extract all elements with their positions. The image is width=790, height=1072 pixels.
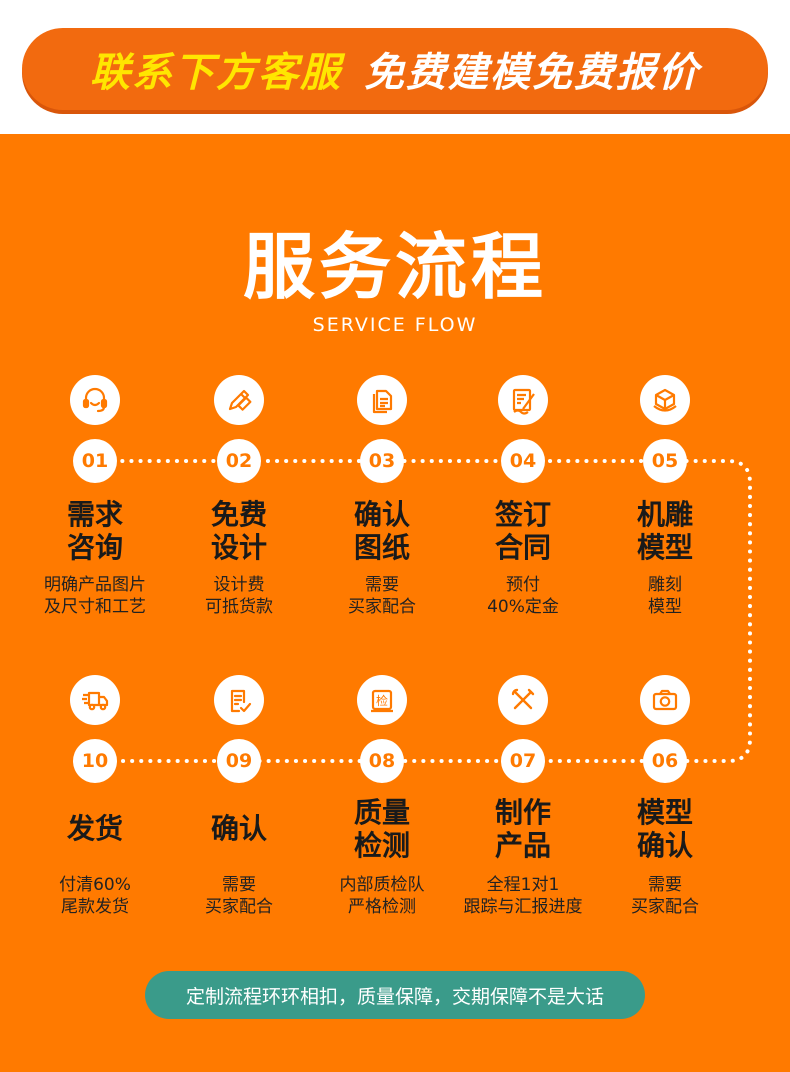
- step-title-09: 确认: [210, 812, 267, 845]
- step-desc-05: 雕刻模型: [648, 575, 682, 617]
- step-desc-08: 内部质检队严格检测: [339, 875, 425, 917]
- step-desc-02: 设计费可抵货款: [205, 575, 273, 617]
- step-title-10: 发货: [66, 812, 123, 845]
- step-title-07: 制作产品: [494, 796, 551, 862]
- step-title-06: 模型确认: [636, 796, 693, 862]
- step-number-10: 10: [73, 739, 117, 783]
- banner-contact-text: 联系下方客服: [90, 50, 342, 96]
- step-number-01: 01: [73, 439, 117, 483]
- step-desc-10: 付清60%尾款发货: [59, 875, 131, 917]
- step-title-01: 需求咨询: [66, 498, 123, 564]
- step-title-08: 质量检测: [353, 796, 410, 862]
- document-copy-icon: [357, 375, 407, 425]
- top-banner: 联系下方客服 免费建模免费报价: [22, 28, 768, 110]
- step-title-04: 签订合同: [494, 498, 551, 564]
- 3d-cube-icon: [640, 375, 690, 425]
- document-check-icon: [214, 675, 264, 725]
- page-subtitle: SERVICE FLOW: [312, 314, 478, 336]
- delivery-truck-icon: [70, 675, 120, 725]
- banner-free-quote-text: 免费建模免费报价: [364, 50, 700, 96]
- step-title-02: 免费设计: [210, 498, 267, 564]
- footer-slogan: 定制流程环环相扣，质量保障，交期保障不是大话: [145, 971, 645, 1019]
- step-number-07: 07: [501, 739, 545, 783]
- step-desc-06: 需要买家配合: [631, 875, 699, 917]
- service-flow-section: 服务流程 SERVICE FLOW: [0, 134, 790, 1072]
- step-number-02: 02: [217, 439, 261, 483]
- step-number-08: 08: [360, 739, 404, 783]
- pencil-ruler-icon: [214, 375, 264, 425]
- step-number-05: 05: [643, 439, 687, 483]
- tools-icon: [498, 675, 548, 725]
- inspection-icon: 检: [357, 675, 407, 725]
- step-desc-01: 明确产品图片及尺寸和工艺: [44, 575, 146, 617]
- step-desc-09: 需要买家配合: [205, 875, 273, 917]
- headset-icon: [70, 375, 120, 425]
- step-title-03: 确认图纸: [353, 498, 410, 564]
- svg-text:检: 检: [376, 693, 388, 708]
- camera-icon: [640, 675, 690, 725]
- flow-dotted-path: [93, 459, 752, 763]
- step-title-05: 机雕模型: [636, 498, 693, 564]
- contract-sign-icon: [498, 375, 548, 425]
- step-number-03: 03: [360, 439, 404, 483]
- step-desc-03: 需要买家配合: [348, 575, 416, 617]
- step-number-06: 06: [643, 739, 687, 783]
- step-number-09: 09: [217, 739, 261, 783]
- step-number-04: 04: [501, 439, 545, 483]
- page-title: 服务流程: [242, 225, 547, 309]
